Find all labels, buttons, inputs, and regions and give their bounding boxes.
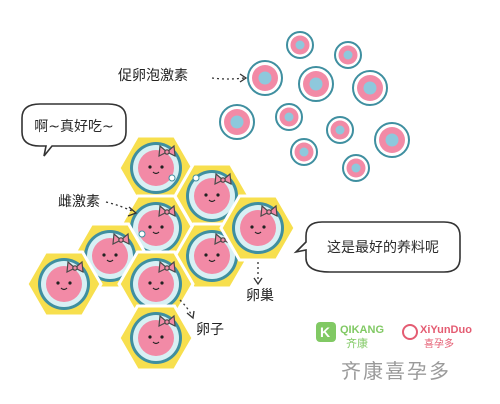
- follicle: [298, 66, 334, 102]
- follicle: [334, 41, 362, 69]
- fsh-label: 促卵泡激素: [118, 67, 188, 84]
- follicle: [275, 103, 303, 131]
- xiyunduo-logo-mark: [402, 324, 418, 340]
- follicle: [290, 138, 318, 166]
- exclaim-text: 啊~真好吃~: [34, 119, 113, 135]
- egg-arrowhead: [186, 310, 195, 320]
- follicle: [247, 60, 283, 96]
- qikang-logo-mark: [316, 322, 336, 342]
- egg-label: 卵子: [196, 322, 224, 338]
- footer-watermark: 齐康喜孕多: [341, 359, 451, 383]
- follicle: [352, 70, 388, 106]
- estrogen-arrow: [105, 201, 135, 213]
- fsh-follicle-cluster: [219, 31, 410, 182]
- fsh-arrowhead: [239, 73, 248, 83]
- svg-text:K: K: [320, 324, 330, 340]
- ovary-honeycomb: [25, 134, 297, 372]
- egg-cell: [117, 194, 195, 262]
- qikang-en: QIKANG: [340, 324, 384, 336]
- exclaim-bubble: 啊~真好吃~: [21, 103, 127, 157]
- egg-cell: [117, 304, 195, 372]
- estrogen-arrowhead: [127, 206, 138, 217]
- xiyunduo-en: XiYunDuo: [420, 324, 472, 336]
- estrogen-label: 雌激素: [58, 193, 100, 210]
- xiyunduo-logo: XiYunDuo 喜孕多: [402, 324, 472, 350]
- egg-arrow: [179, 299, 193, 317]
- qikang-cn: 齐康: [346, 336, 368, 350]
- xiyunduo-cn: 喜孕多: [424, 337, 454, 350]
- follicle: [326, 116, 354, 144]
- ovary-arrowhead: [253, 277, 263, 286]
- ovary-label: 卵巢: [246, 288, 274, 304]
- egg-cell: [117, 134, 195, 202]
- follicle: [374, 122, 410, 158]
- fsh-arrow: [211, 77, 245, 80]
- follicle: [219, 104, 255, 140]
- egg-cell: [173, 162, 251, 230]
- qikang-logo: K QIKANG 齐康: [316, 322, 384, 350]
- nutrition-bubble: 这是最好的养料呢: [293, 221, 461, 273]
- follicle: [286, 31, 314, 59]
- nutrition-text: 这是最好的养料呢: [327, 239, 439, 256]
- follicle: [342, 154, 370, 182]
